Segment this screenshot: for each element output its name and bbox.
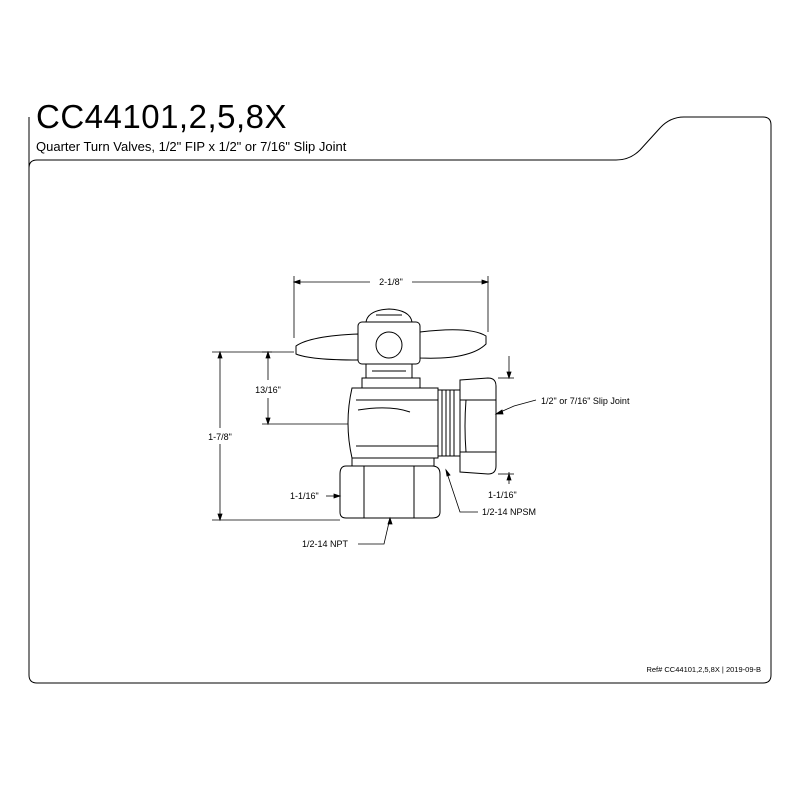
inlet-nut	[339, 457, 441, 519]
dim-overall-width: 2-1/8"	[379, 277, 403, 287]
dim-handle-height: 13/16"	[255, 385, 281, 395]
reference-number: Ref# CC44101,2,5,8X | 2019-09-B	[646, 665, 761, 674]
valve-handle	[295, 308, 487, 379]
dim-overall-height: 1-7/8"	[208, 432, 232, 442]
dimension-lines	[212, 276, 537, 545]
callout-npt: 1/2-14 NPT	[302, 539, 349, 549]
callout-npsm: 1/2-14 NPSM	[482, 507, 536, 517]
outlet-nut	[459, 377, 497, 475]
page-subtitle: Quarter Turn Valves, 1/2" FIP x 1/2" or …	[36, 139, 347, 154]
outlet-stub	[437, 389, 461, 457]
dim-outlet-length: 1-1/16"	[488, 490, 517, 500]
sheet-border	[28, 116, 772, 684]
valve-drawing	[295, 308, 497, 519]
callout-slip-joint: 1/2" or 7/16" Slip Joint	[541, 396, 630, 406]
valve-body	[347, 377, 439, 459]
dim-inlet-length: 1-1/16"	[290, 491, 319, 501]
page-title: CC44101,2,5,8X	[36, 98, 288, 135]
